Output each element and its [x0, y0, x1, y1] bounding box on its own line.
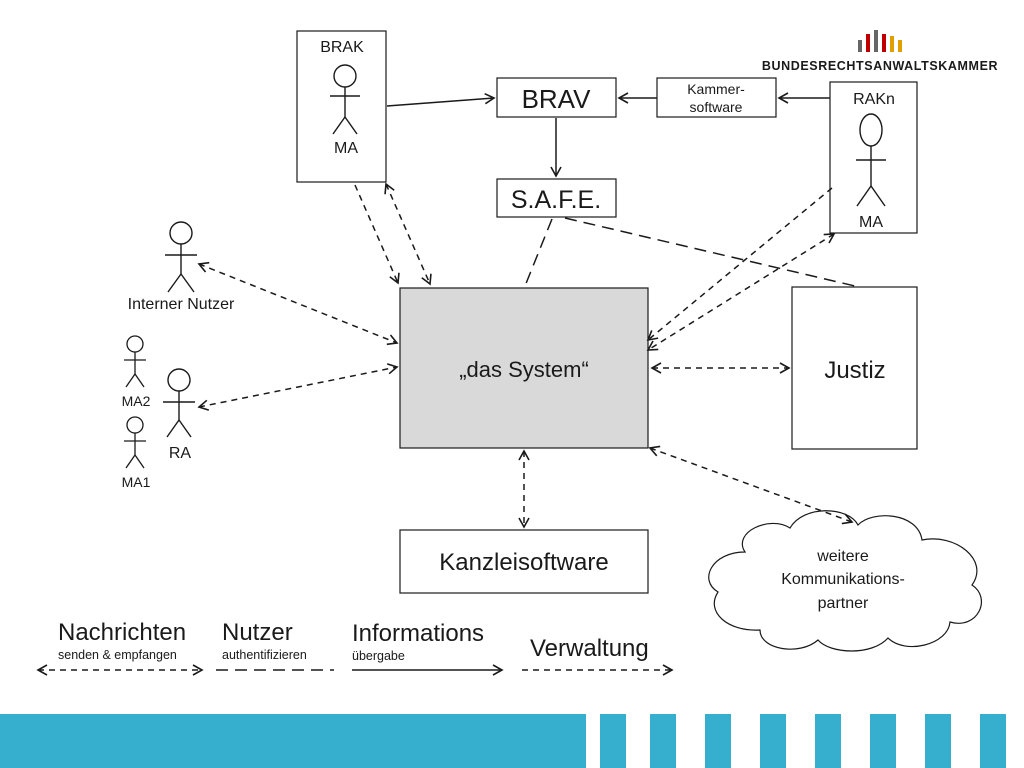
logo-bar: [866, 34, 870, 52]
ma1-person-icon: [124, 416, 146, 469]
rakn-ma-person-icon: [856, 113, 886, 207]
footer-stripe: [760, 714, 786, 768]
logo-bar: [874, 30, 878, 52]
msg-arrow-rakn-system: [646, 233, 836, 351]
system-node: „das System“: [399, 287, 649, 449]
legend-admin-title: Verwaltung: [530, 635, 649, 662]
system-box: [399, 287, 649, 449]
footer-band: [0, 714, 1006, 768]
cloud-label-line1: weitere: [816, 548, 869, 565]
brav-label: BRAV: [522, 84, 592, 114]
footer-bar: [0, 714, 586, 768]
legend-info-subtitle: übergabe: [352, 649, 405, 663]
logo-bar: [890, 36, 894, 52]
admin-arrow-brak-system: [354, 184, 400, 285]
message-arrows: [197, 182, 854, 529]
rakn-label: RAKn: [853, 91, 895, 108]
justiz-label: Justiz: [824, 357, 885, 384]
ma2-label: MA2: [122, 393, 151, 409]
legend: Nachrichten senden & empfangen Nutzer au…: [36, 619, 674, 676]
kammersoftware-box: [656, 77, 777, 118]
cloud-label-line3: partner: [818, 595, 869, 612]
arrow-brak-to-brav: [386, 92, 496, 107]
brak-person-label: MA: [334, 140, 358, 157]
ra-label: RA: [169, 445, 192, 462]
legend-admin: Verwaltung: [522, 635, 674, 676]
partner-cloud-node: weitere Kommunikations- partner: [708, 510, 982, 652]
brak-node: BRAK MA: [296, 30, 387, 183]
logo-bar: [898, 40, 902, 52]
msg-arrow-internal-user-system: [197, 261, 399, 346]
safe-box: [496, 178, 617, 218]
brav-node: BRAV: [496, 77, 617, 118]
safe-label: S.A.F.E.: [511, 186, 601, 214]
footer-stripe: [980, 714, 1006, 768]
brak-box: [296, 30, 387, 183]
footer-stripe: [600, 714, 626, 768]
rakn-person-label: MA: [859, 214, 883, 231]
footer-stripe: [925, 714, 951, 768]
bundesrechtsanwaltskammer-logo: BUNDESRECHTSANWALTSKAMMER: [762, 30, 998, 73]
kammersoftware-label-line2: software: [690, 99, 743, 115]
ma2-person-icon: [124, 335, 146, 388]
auth-line-safe-system: [524, 218, 553, 287]
legend-messages: Nachrichten senden & empfangen: [36, 619, 204, 676]
footer-stripe: [650, 714, 676, 768]
kanzleisoftware-node: Kanzleisoftware: [399, 529, 649, 594]
msg-arrow-system-cloud: [648, 445, 854, 525]
footer-stripe: [705, 714, 731, 768]
kammersoftware-label-line1: Kammer-: [687, 81, 745, 97]
legend-users-title: Nutzer: [222, 619, 293, 646]
kammersoftware-node: Kammer- software: [656, 77, 777, 118]
legend-users-subtitle: authentifizieren: [222, 648, 307, 662]
ma2-actor: MA2: [122, 335, 151, 409]
msg-arrow-brak-system: [384, 182, 432, 286]
legend-info-title: Informations: [352, 620, 484, 647]
legend-info: Informations übergabe: [352, 620, 504, 676]
internal-user-label: Interner Nutzer: [128, 296, 235, 313]
footer-stripe: [815, 714, 841, 768]
logo-bar: [882, 34, 886, 52]
brav-box: [496, 77, 617, 118]
safe-node: S.A.F.E.: [496, 178, 617, 218]
kanzleisoftware-box: [399, 529, 649, 594]
legend-messages-subtitle: senden & empfangen: [58, 648, 177, 662]
logo-text: BUNDESRECHTSANWALTSKAMMER: [762, 59, 998, 73]
kanzleisoftware-label: Kanzleisoftware: [439, 549, 608, 576]
internal-user-actor: Interner Nutzer: [128, 221, 235, 313]
legend-messages-title: Nachrichten: [58, 619, 186, 646]
cloud-label-line2: Kommunikations-: [781, 571, 905, 588]
brak-label: BRAK: [320, 39, 364, 56]
brak-ma-person-icon: [330, 64, 360, 135]
rakn-node: RAKn MA: [829, 81, 918, 234]
ra-actor: RA: [163, 368, 195, 462]
ra-person-icon: [163, 368, 195, 438]
rakn-box: [829, 81, 918, 234]
ma1-label: MA1: [122, 474, 151, 490]
footer-stripe: [870, 714, 896, 768]
internal-user-person-icon: [165, 221, 197, 293]
logo-bar: [858, 40, 862, 52]
system-label: „das System“: [459, 357, 589, 382]
msg-arrow-ra-system: [197, 363, 399, 411]
auth-line-safe-justiz: [564, 217, 856, 287]
justiz-node: Justiz: [791, 286, 918, 450]
ma1-actor: MA1: [122, 416, 151, 490]
legend-users: Nutzer authentifizieren: [216, 619, 334, 671]
